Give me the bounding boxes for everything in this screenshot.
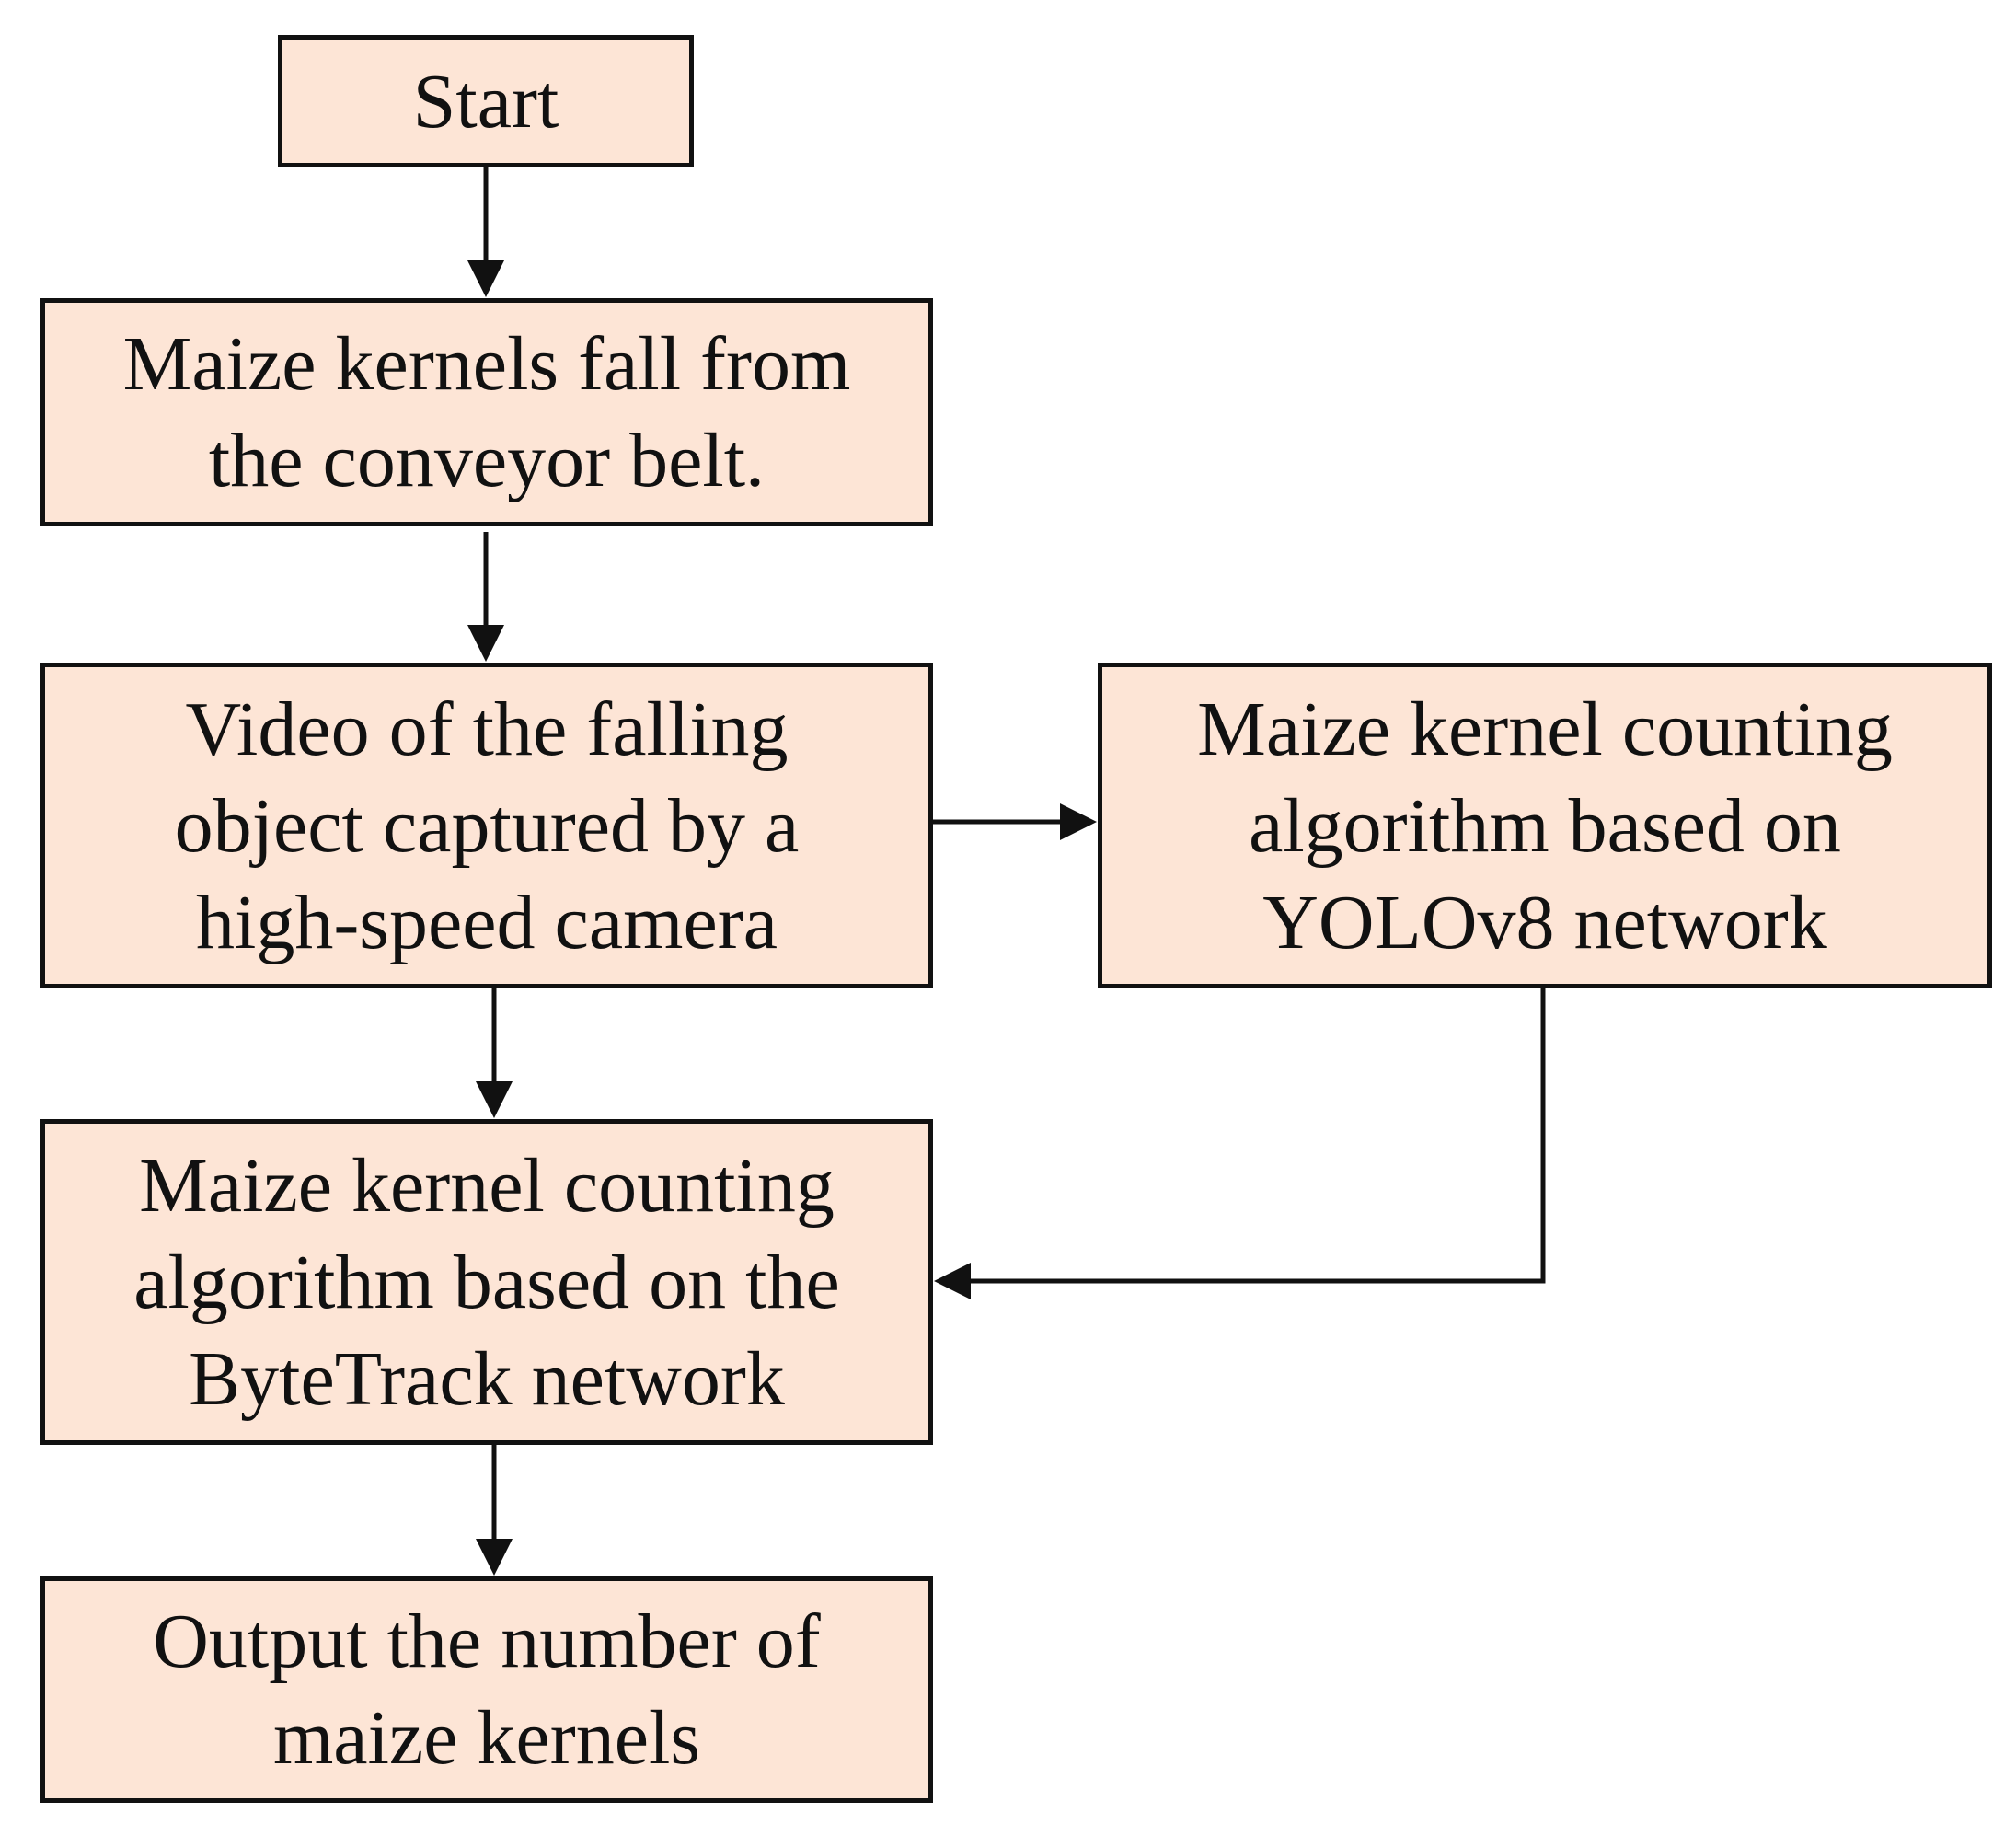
start-node: Start bbox=[278, 35, 694, 167]
yolov8-counting-label: Maize kernel counting algorithm based on… bbox=[1197, 686, 1893, 965]
output-count-label: Output the number of maize kernels bbox=[153, 1599, 821, 1781]
output-count-node: Output the number of maize kernels bbox=[40, 1576, 933, 1803]
arrow-yolo-to-bytetrack bbox=[934, 988, 1546, 1299]
kernels-fall-label: Maize kernels fall from the conveyor bel… bbox=[122, 321, 851, 503]
bytetrack-counting-node: Maize kernel counting algorithm based on… bbox=[40, 1119, 933, 1445]
video-capture-label: Video of the falling object captured by … bbox=[174, 686, 800, 965]
yolov8-counting-node: Maize kernel counting algorithm based on… bbox=[1098, 663, 1992, 988]
kernels-fall-node: Maize kernels fall from the conveyor bel… bbox=[40, 298, 933, 526]
start-label: Start bbox=[412, 58, 559, 144]
bytetrack-counting-label: Maize kernel counting algorithm based on… bbox=[133, 1142, 840, 1422]
video-capture-node: Video of the falling object captured by … bbox=[40, 663, 933, 988]
